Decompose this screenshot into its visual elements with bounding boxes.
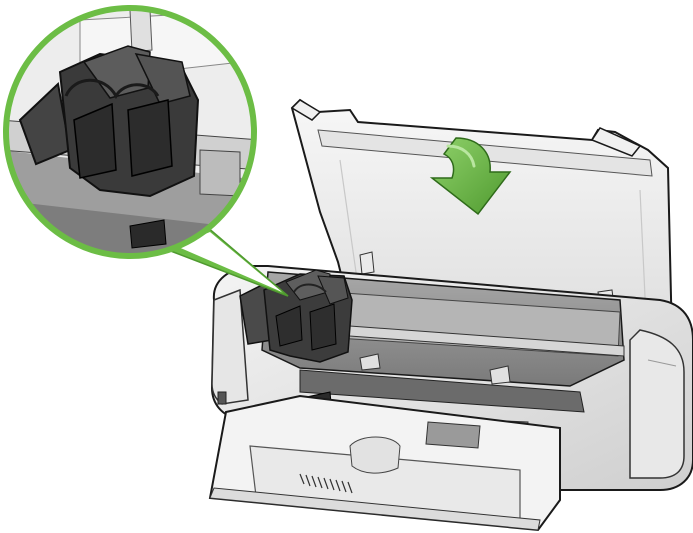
tray-grip [299, 473, 353, 494]
magnified-callout [3, 5, 289, 297]
printer [208, 98, 693, 532]
close-cover-arrow-icon [429, 137, 512, 216]
output-tray [208, 394, 561, 532]
